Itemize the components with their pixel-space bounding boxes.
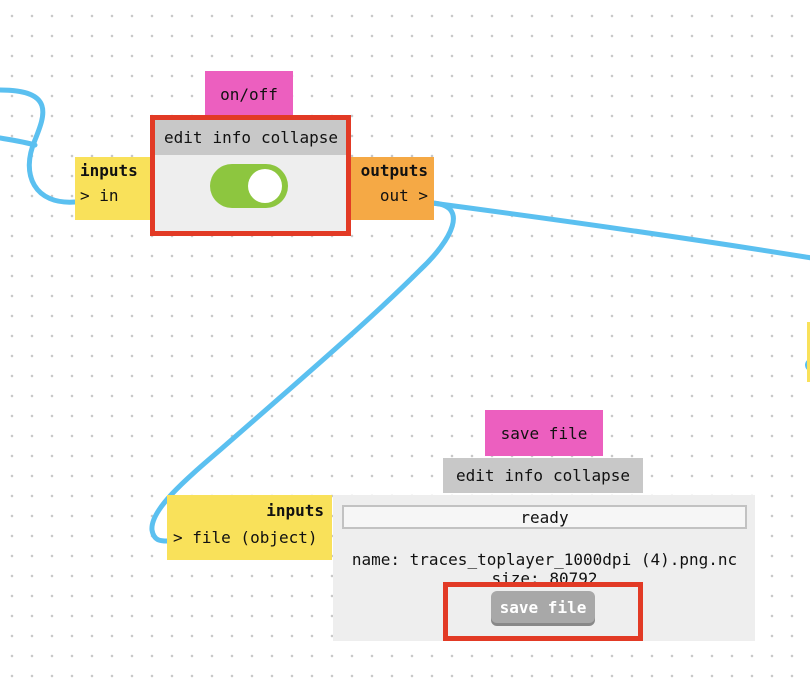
savefile-status-text: ready [520, 507, 569, 527]
onoff-title-tab[interactable]: on/off [205, 71, 293, 117]
onoff-input-in[interactable]: > in [80, 186, 119, 205]
savefile-input-file[interactable]: > file (object) [173, 528, 318, 547]
onoff-menu-collapse[interactable]: collapse [261, 128, 339, 147]
wire-incoming-branch[interactable] [0, 135, 38, 148]
wire-out-to-save-file[interactable] [149, 200, 456, 544]
toggle-knob [248, 169, 282, 203]
savefile-menu-bar: edit info collapse [443, 458, 643, 493]
onoff-title: on/off [220, 84, 278, 104]
savefile-name-line: name: traces_toplayer_1000dpi (4).png.nc [351, 550, 738, 569]
onoff-inputs-title: inputs [80, 161, 138, 180]
onoff-outputs-box: outputs out > [350, 157, 434, 220]
savefile-size-line: size: 80792 [491, 569, 598, 583]
onoff-menu-info[interactable]: info [212, 128, 251, 147]
onoff-output-out[interactable]: out > [379, 186, 428, 205]
savefile-menu-collapse[interactable]: collapse [553, 466, 631, 485]
partial-inputs-box-edge [807, 322, 810, 382]
onoff-highlight-frame [150, 115, 351, 236]
savefile-menu-info[interactable]: info [504, 466, 543, 485]
save-file-button[interactable]: save file [491, 591, 595, 623]
onoff-menu-edit[interactable]: edit [163, 128, 203, 147]
savefile-status-bar: ready [342, 505, 747, 529]
wire-incoming[interactable] [0, 87, 78, 205]
onoff-outputs-title: outputs [360, 161, 428, 180]
savefile-menu-edit[interactable]: edit [455, 466, 495, 485]
wire-out-to-right[interactable] [429, 200, 810, 261]
savefile-inputs-box: inputs > file (object) [167, 495, 332, 560]
savefile-size-clip: size: 80792 [342, 569, 747, 583]
onoff-toggle-switch[interactable] [210, 164, 288, 208]
onoff-menu-bar: edit info collapse [155, 120, 347, 155]
savefile-title-tab[interactable]: save file [485, 410, 603, 456]
save-button-highlight-frame [443, 582, 643, 641]
onoff-inputs-box: inputs > in [75, 157, 152, 220]
savefile-inputs-title: inputs [266, 501, 324, 520]
savefile-title: save file [500, 423, 588, 443]
